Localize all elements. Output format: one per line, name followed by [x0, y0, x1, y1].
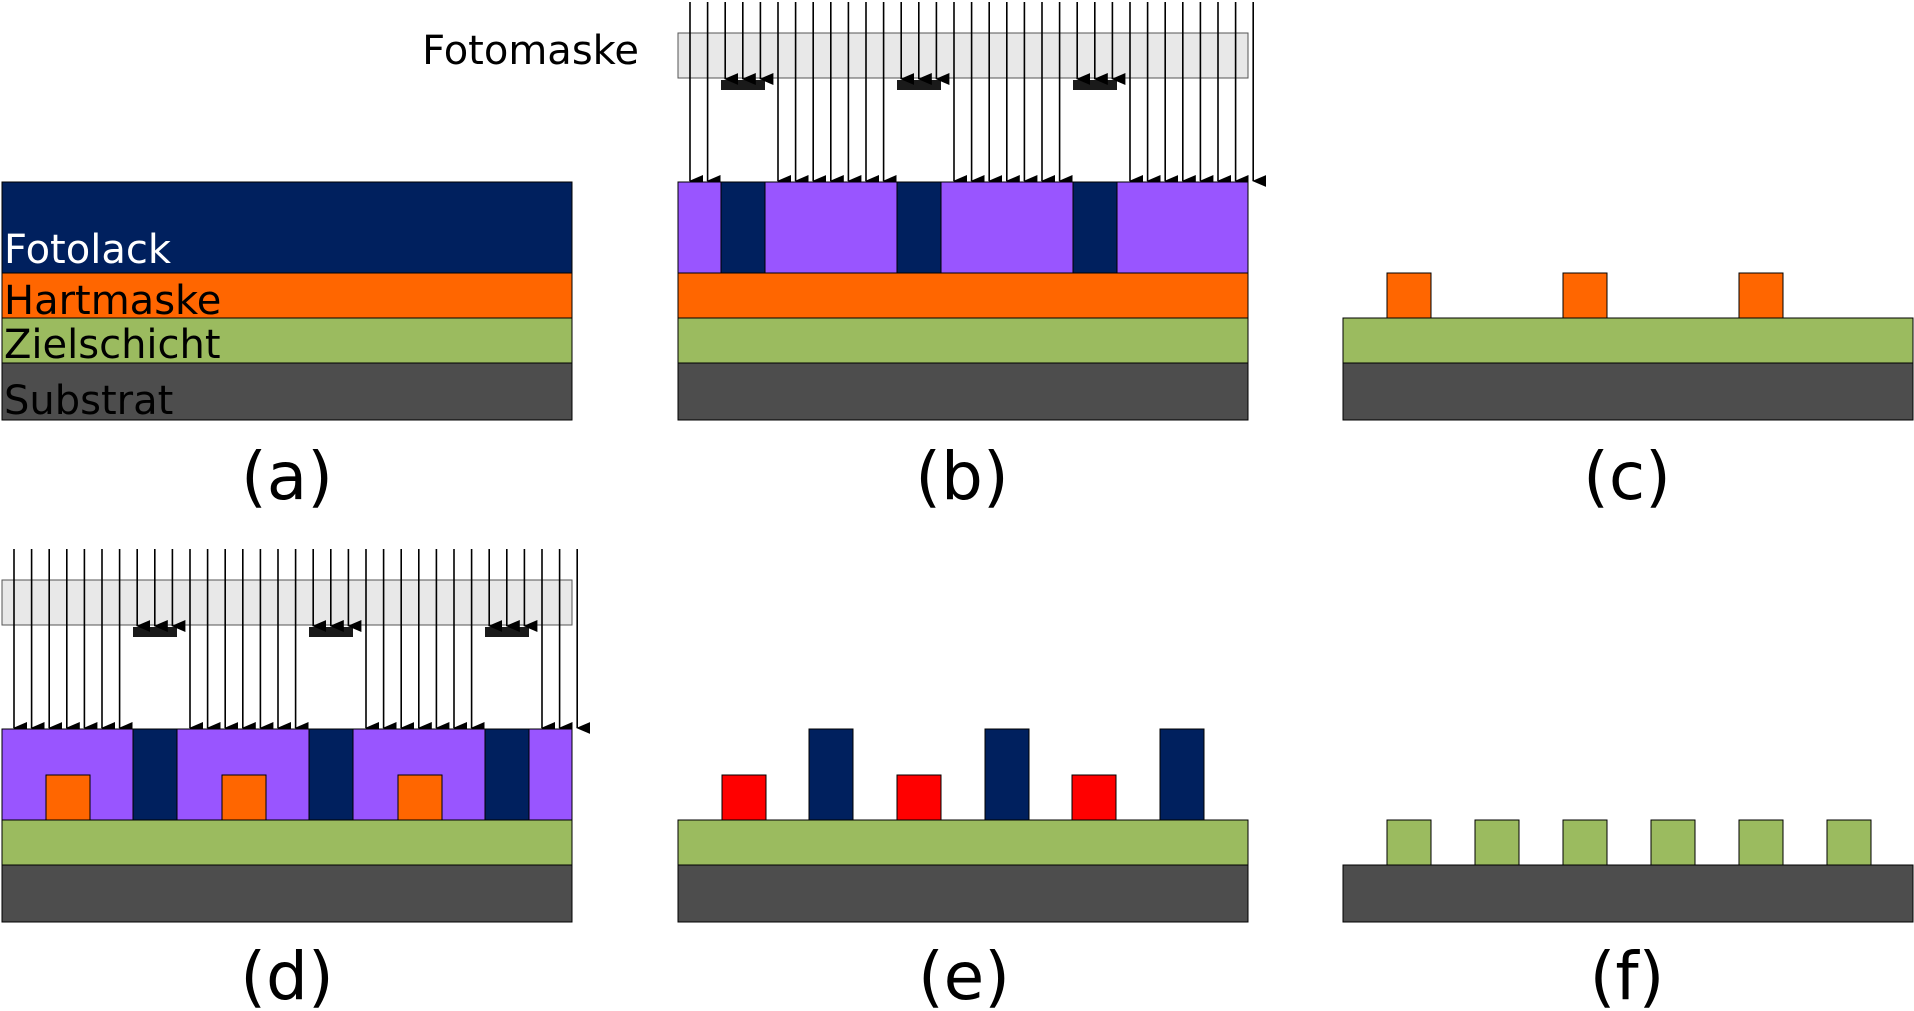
target-feature — [1562, 819, 1608, 866]
target-feature — [1738, 819, 1784, 866]
resist-feature — [1159, 728, 1205, 821]
mask-absorber — [1073, 80, 1117, 90]
photomask-plate — [677, 32, 1249, 79]
panel-b: Fotomaske (b) — [422, 2, 1267, 515]
target-layer — [1, 819, 573, 866]
target-feature — [1826, 819, 1872, 866]
hardmask-feature — [1738, 272, 1784, 319]
mask-absorber — [309, 627, 353, 637]
caption-e: (e) — [918, 938, 1010, 1011]
hardmask-layer — [677, 272, 1249, 319]
panel-e: (e) — [677, 728, 1249, 1011]
exposed-resist-layer — [677, 181, 1249, 274]
exposed-resist-layer — [1, 728, 573, 821]
photoresist-label: Fotolack — [4, 227, 172, 273]
photomask-label: Fotomaske — [422, 28, 639, 74]
photoresist-layer — [1, 181, 573, 274]
panel-f: (f) — [1342, 819, 1914, 1011]
hardmask-feature — [397, 774, 443, 821]
exposure-arrows — [13, 549, 591, 734]
hardmask-feature — [221, 774, 267, 821]
panel-d: (d) — [1, 549, 591, 1011]
target-feature — [1386, 819, 1432, 866]
panel-c: (c) — [1342, 272, 1914, 515]
substrate-layer — [677, 864, 1249, 923]
target-feature — [1650, 819, 1696, 866]
resist-feature — [808, 728, 854, 821]
substrate-layer — [677, 362, 1249, 421]
substrate-label: Substrat — [4, 378, 173, 424]
unexposed-resist — [896, 181, 942, 274]
target-layer — [677, 819, 1249, 866]
target-layer-label: Zielschicht — [4, 322, 221, 368]
mask-absorber — [721, 80, 765, 90]
unexposed-resist — [308, 728, 354, 821]
caption-d: (d) — [240, 938, 333, 1011]
unexposed-resist — [1072, 181, 1118, 274]
substrate-layer — [1, 864, 573, 923]
caption-a: (a) — [241, 438, 333, 515]
red-feature — [721, 774, 767, 821]
mask-absorber — [897, 80, 941, 90]
hardmask-feature — [45, 774, 91, 821]
target-layer — [1, 317, 573, 364]
hardmask-feature — [1562, 272, 1608, 319]
unexposed-resist — [132, 728, 178, 821]
red-feature — [896, 774, 942, 821]
caption-c: (c) — [1583, 438, 1671, 515]
hardmask-label: Hartmaske — [4, 278, 221, 324]
hardmask-feature — [1386, 272, 1432, 319]
red-feature — [1071, 774, 1117, 821]
substrate-layer — [1342, 864, 1914, 923]
mask-absorber — [485, 627, 529, 637]
unexposed-resist — [720, 181, 766, 274]
target-layer — [677, 317, 1249, 364]
caption-b: (b) — [915, 438, 1008, 515]
mask-absorber — [133, 627, 177, 637]
substrate-layer — [1, 362, 573, 421]
caption-f: (f) — [1590, 938, 1665, 1011]
resist-feature — [984, 728, 1030, 821]
target-feature — [1474, 819, 1520, 866]
unexposed-resist — [484, 728, 530, 821]
panel-a: Fotolack Hartmaske Zielschicht Substrat … — [1, 181, 573, 515]
substrate-layer — [1342, 362, 1914, 421]
exposure-arrows — [689, 2, 1267, 187]
photomask-plate — [1, 579, 573, 626]
target-layer — [1342, 317, 1914, 364]
